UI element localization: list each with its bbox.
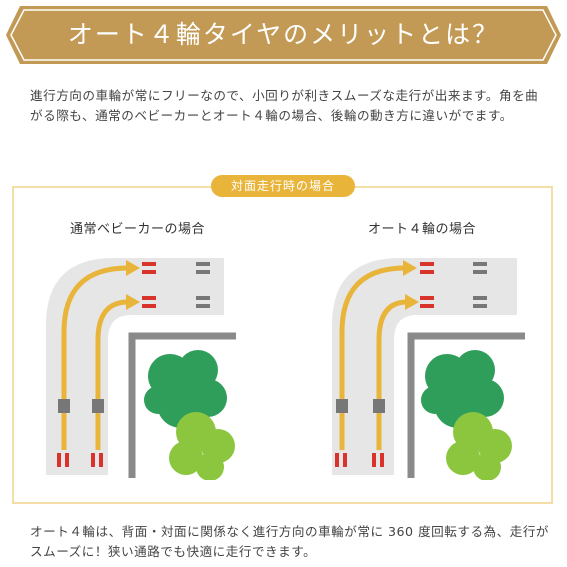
inner-wheel-track (376, 299, 408, 400)
page-title: オート４輪タイヤのメリットとは？ (67, 20, 500, 49)
rear-wheel-red (335, 453, 347, 467)
tree-light-icon (446, 412, 512, 480)
rear-wheel-red (57, 453, 69, 467)
rear-wheel-red (372, 453, 384, 467)
outer-arrow-head (403, 260, 417, 276)
normal-stroller-diagram (46, 258, 236, 480)
banner-background (6, 6, 561, 64)
inner-arrow-head (405, 294, 419, 310)
tree-light-icon (169, 412, 235, 480)
rear-wheel-red (91, 453, 103, 467)
building-wall (128, 332, 236, 478)
wheel-mark-gray (92, 399, 104, 413)
left-case-title: 通常ベビーカーの場合 (70, 222, 206, 237)
auto-four-wheel-diagram (332, 258, 525, 480)
outro-text: オート４輪は、背面・対面に関係なく進行方向の車輪が常に 360 度回転する為、走… (30, 524, 550, 559)
section-label: 対面走行時の場合 (211, 175, 355, 197)
road-path (46, 258, 224, 475)
front-wheel-red (420, 296, 434, 308)
wheel-gray (473, 262, 487, 274)
outer-wheel-track (61, 265, 129, 400)
wheel-gray (196, 262, 210, 274)
title-banner: オート４輪タイヤのメリットとは？ (6, 6, 561, 64)
wheel-mark-gray (58, 399, 70, 413)
wheel-gray (473, 296, 487, 308)
inner-wheel-track (95, 299, 129, 400)
building-wall (407, 332, 525, 478)
front-wheel-red (142, 262, 156, 274)
outer-arrow-head (126, 260, 140, 276)
wheel-mark-gray (373, 399, 385, 413)
right-case-title: オート４輪の場合 (368, 222, 477, 237)
intro-text: 進行方向の車輪が常にフリーなので、小回りが利きスムーズな走行が出来ます。角を曲が… (30, 88, 539, 123)
outer-wheel-track (339, 265, 406, 400)
front-wheel-red (142, 296, 156, 308)
wheel-gray (196, 296, 210, 308)
wheel-mark-gray (336, 399, 348, 413)
inner-arrow-head (126, 294, 140, 310)
front-wheel-red (420, 262, 434, 274)
